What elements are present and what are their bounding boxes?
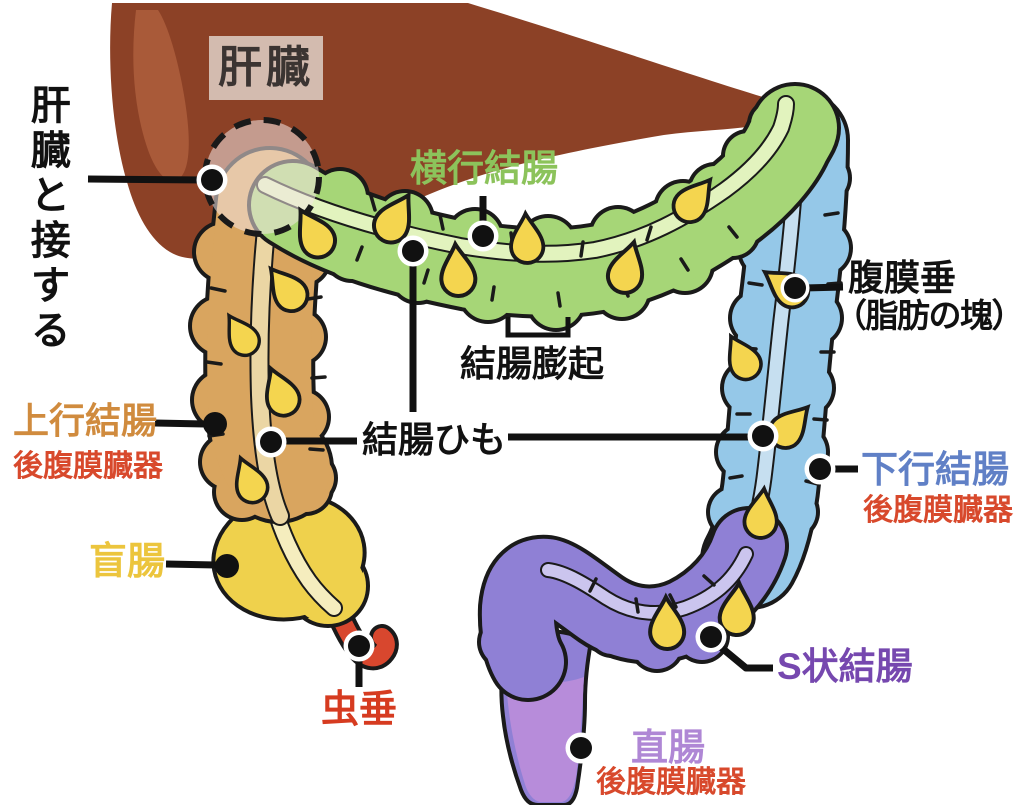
label-epiploic-line2: （脂肪の塊） — [834, 297, 1024, 335]
label-transverse-colon: 横行結腸 — [410, 148, 558, 189]
label-appendix: 虫垂 — [321, 689, 398, 731]
sigmoid-colon-shape — [477, 506, 789, 702]
label-taeniae-coli: 結腸ひも — [362, 419, 507, 460]
label-epiploic-appendage: 腹膜垂 （脂肪の塊） — [834, 257, 1024, 335]
label-liver: 肝臓 — [209, 36, 323, 100]
appendix-shape — [318, 580, 399, 671]
cecum-shape — [211, 489, 370, 628]
label-epiploic-line1: 腹膜垂 — [848, 257, 957, 298]
pointer-dots — [196, 164, 836, 764]
label-ascending-colon: 上行結腸 — [13, 400, 158, 441]
hepatic-flexure-circle — [202, 117, 322, 237]
label-liver-contact: 肝臓と接する — [24, 84, 69, 354]
label-descending-colon: 下行結腸 — [861, 449, 1009, 490]
pointer-lines — [87, 164, 858, 764]
haustra-bracket — [505, 317, 571, 338]
label-retroperitoneal-right: 後腹膜臓器 — [863, 494, 1013, 527]
label-retroperitoneal-bottom: 後腹膜臓器 — [596, 766, 746, 799]
label-sigmoid-colon: S状結腸 — [777, 646, 913, 687]
label-cecum: 盲腸 — [89, 541, 166, 583]
label-haustra: 結腸膨起 — [460, 343, 605, 384]
label-retroperitoneal-left: 後腹膜臓器 — [13, 450, 163, 483]
label-rectum: 直腸 — [631, 727, 705, 768]
